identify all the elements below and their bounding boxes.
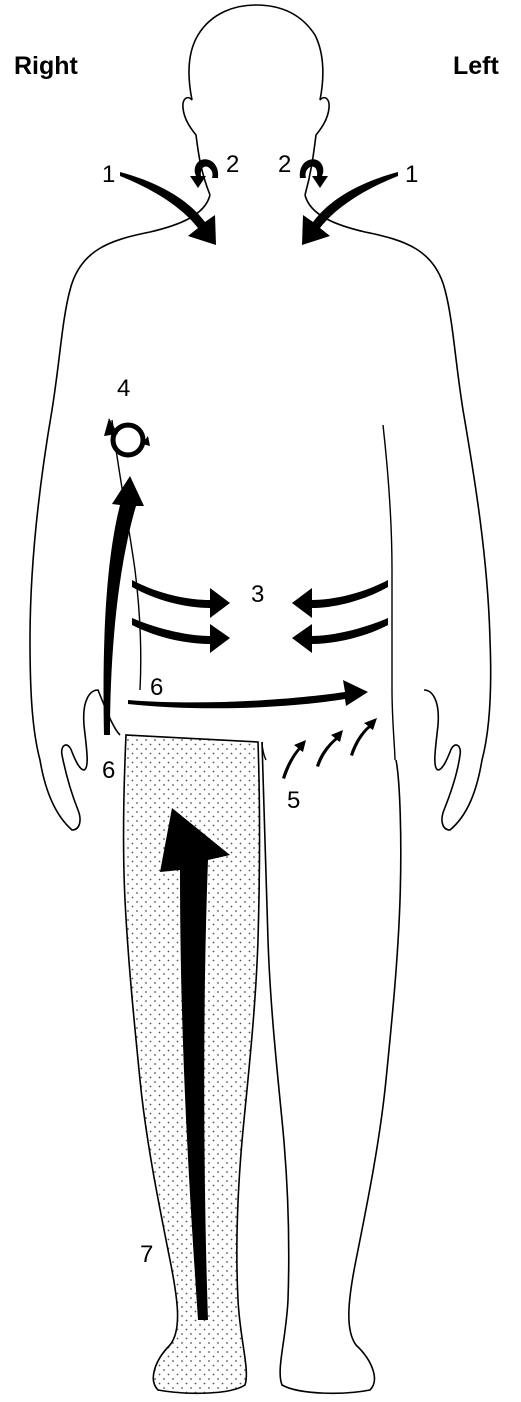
arrow-5-a bbox=[282, 740, 306, 779]
arrow-1-left bbox=[302, 172, 398, 245]
arrow-3-left-lower bbox=[292, 618, 388, 653]
arrow-3-left-upper bbox=[292, 580, 388, 618]
arrow-5-b bbox=[316, 730, 343, 767]
arrow-5-c bbox=[350, 718, 377, 756]
arrow-3-right-lower bbox=[132, 618, 230, 653]
marker-7: 7 bbox=[140, 1241, 153, 1268]
marker-1-right: 1 bbox=[102, 161, 115, 188]
left-inner-arm-line bbox=[383, 425, 395, 760]
arrow-4-circle bbox=[104, 418, 150, 455]
marker-6-vertical: 6 bbox=[102, 757, 115, 784]
marker-2-right: 2 bbox=[226, 151, 239, 178]
marker-1-left: 1 bbox=[405, 161, 418, 188]
arrow-6-horizontal bbox=[128, 680, 368, 708]
marker-4: 4 bbox=[117, 375, 130, 402]
marker-3: 3 bbox=[251, 581, 264, 608]
side-label-left: Left bbox=[453, 52, 499, 81]
marker-5: 5 bbox=[287, 787, 300, 814]
torso-outline bbox=[30, 195, 491, 830]
marker-2-left: 2 bbox=[278, 151, 291, 178]
arrows-5-group bbox=[282, 718, 377, 779]
marker-6-horizontal: 6 bbox=[150, 674, 163, 701]
arrow-3-right-upper bbox=[132, 580, 230, 618]
side-label-right: Right bbox=[14, 52, 78, 81]
left-leg-outline bbox=[262, 742, 401, 1393]
